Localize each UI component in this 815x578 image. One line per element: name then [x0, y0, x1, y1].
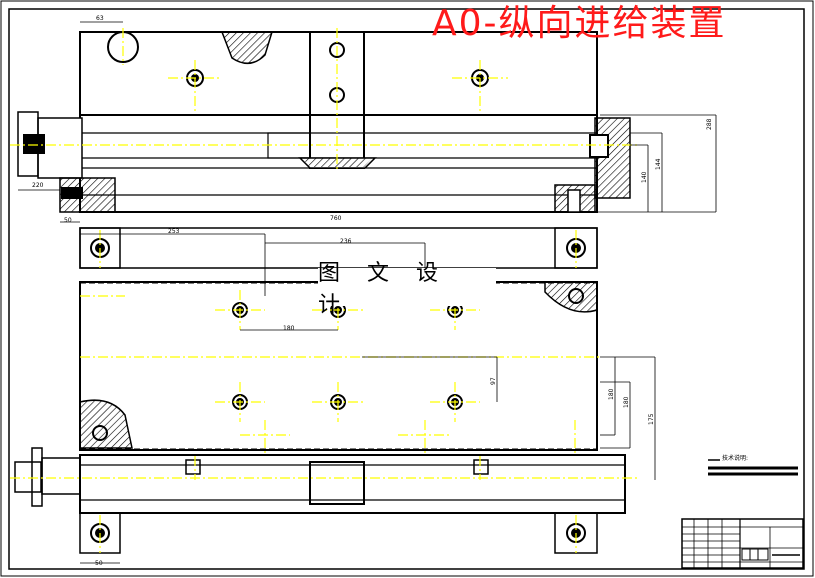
- dim-288: 288: [706, 118, 713, 130]
- lower-slider: [309, 461, 365, 505]
- dim-180-c: 180: [608, 388, 615, 400]
- top-body-outline: [79, 31, 598, 213]
- right-cutout: [544, 281, 598, 313]
- dim-140: 140: [641, 171, 648, 183]
- top-cutout: [220, 31, 274, 64]
- watermark-text: 图 文 设 计: [318, 261, 496, 318]
- dim-144: 144: [655, 158, 662, 170]
- left-bearing: [37, 117, 83, 179]
- dim-180-b: 180: [623, 396, 630, 408]
- dim-220: 220: [32, 182, 44, 189]
- inner-border: [8, 8, 805, 570]
- dim-97: 97: [490, 377, 497, 385]
- dim-760: 760: [330, 215, 342, 222]
- lower-shaft-end: [14, 461, 42, 493]
- dim-50-bottom: 50: [95, 560, 103, 567]
- top-view: [17, 31, 631, 213]
- drawing-title: A0-纵向进给装置: [432, 3, 727, 44]
- title-block: [681, 518, 804, 569]
- dim-180: 180: [283, 325, 295, 332]
- hidden-lines: [80, 282, 597, 450]
- dim-50-left: 50: [64, 217, 72, 224]
- technical-note: 技术说明:: [722, 455, 749, 462]
- dim-253: 253: [168, 228, 180, 235]
- left-handle-nut: [23, 134, 45, 154]
- dim-63: 63: [96, 15, 104, 22]
- bottom-view: [14, 227, 626, 554]
- dimension-labels: 63 760 253 236 180 50 50 220 288 144 140…: [32, 15, 713, 567]
- left-cutout: [79, 399, 133, 449]
- dim-236: 236: [340, 238, 352, 245]
- dim-175: 175: [648, 413, 655, 425]
